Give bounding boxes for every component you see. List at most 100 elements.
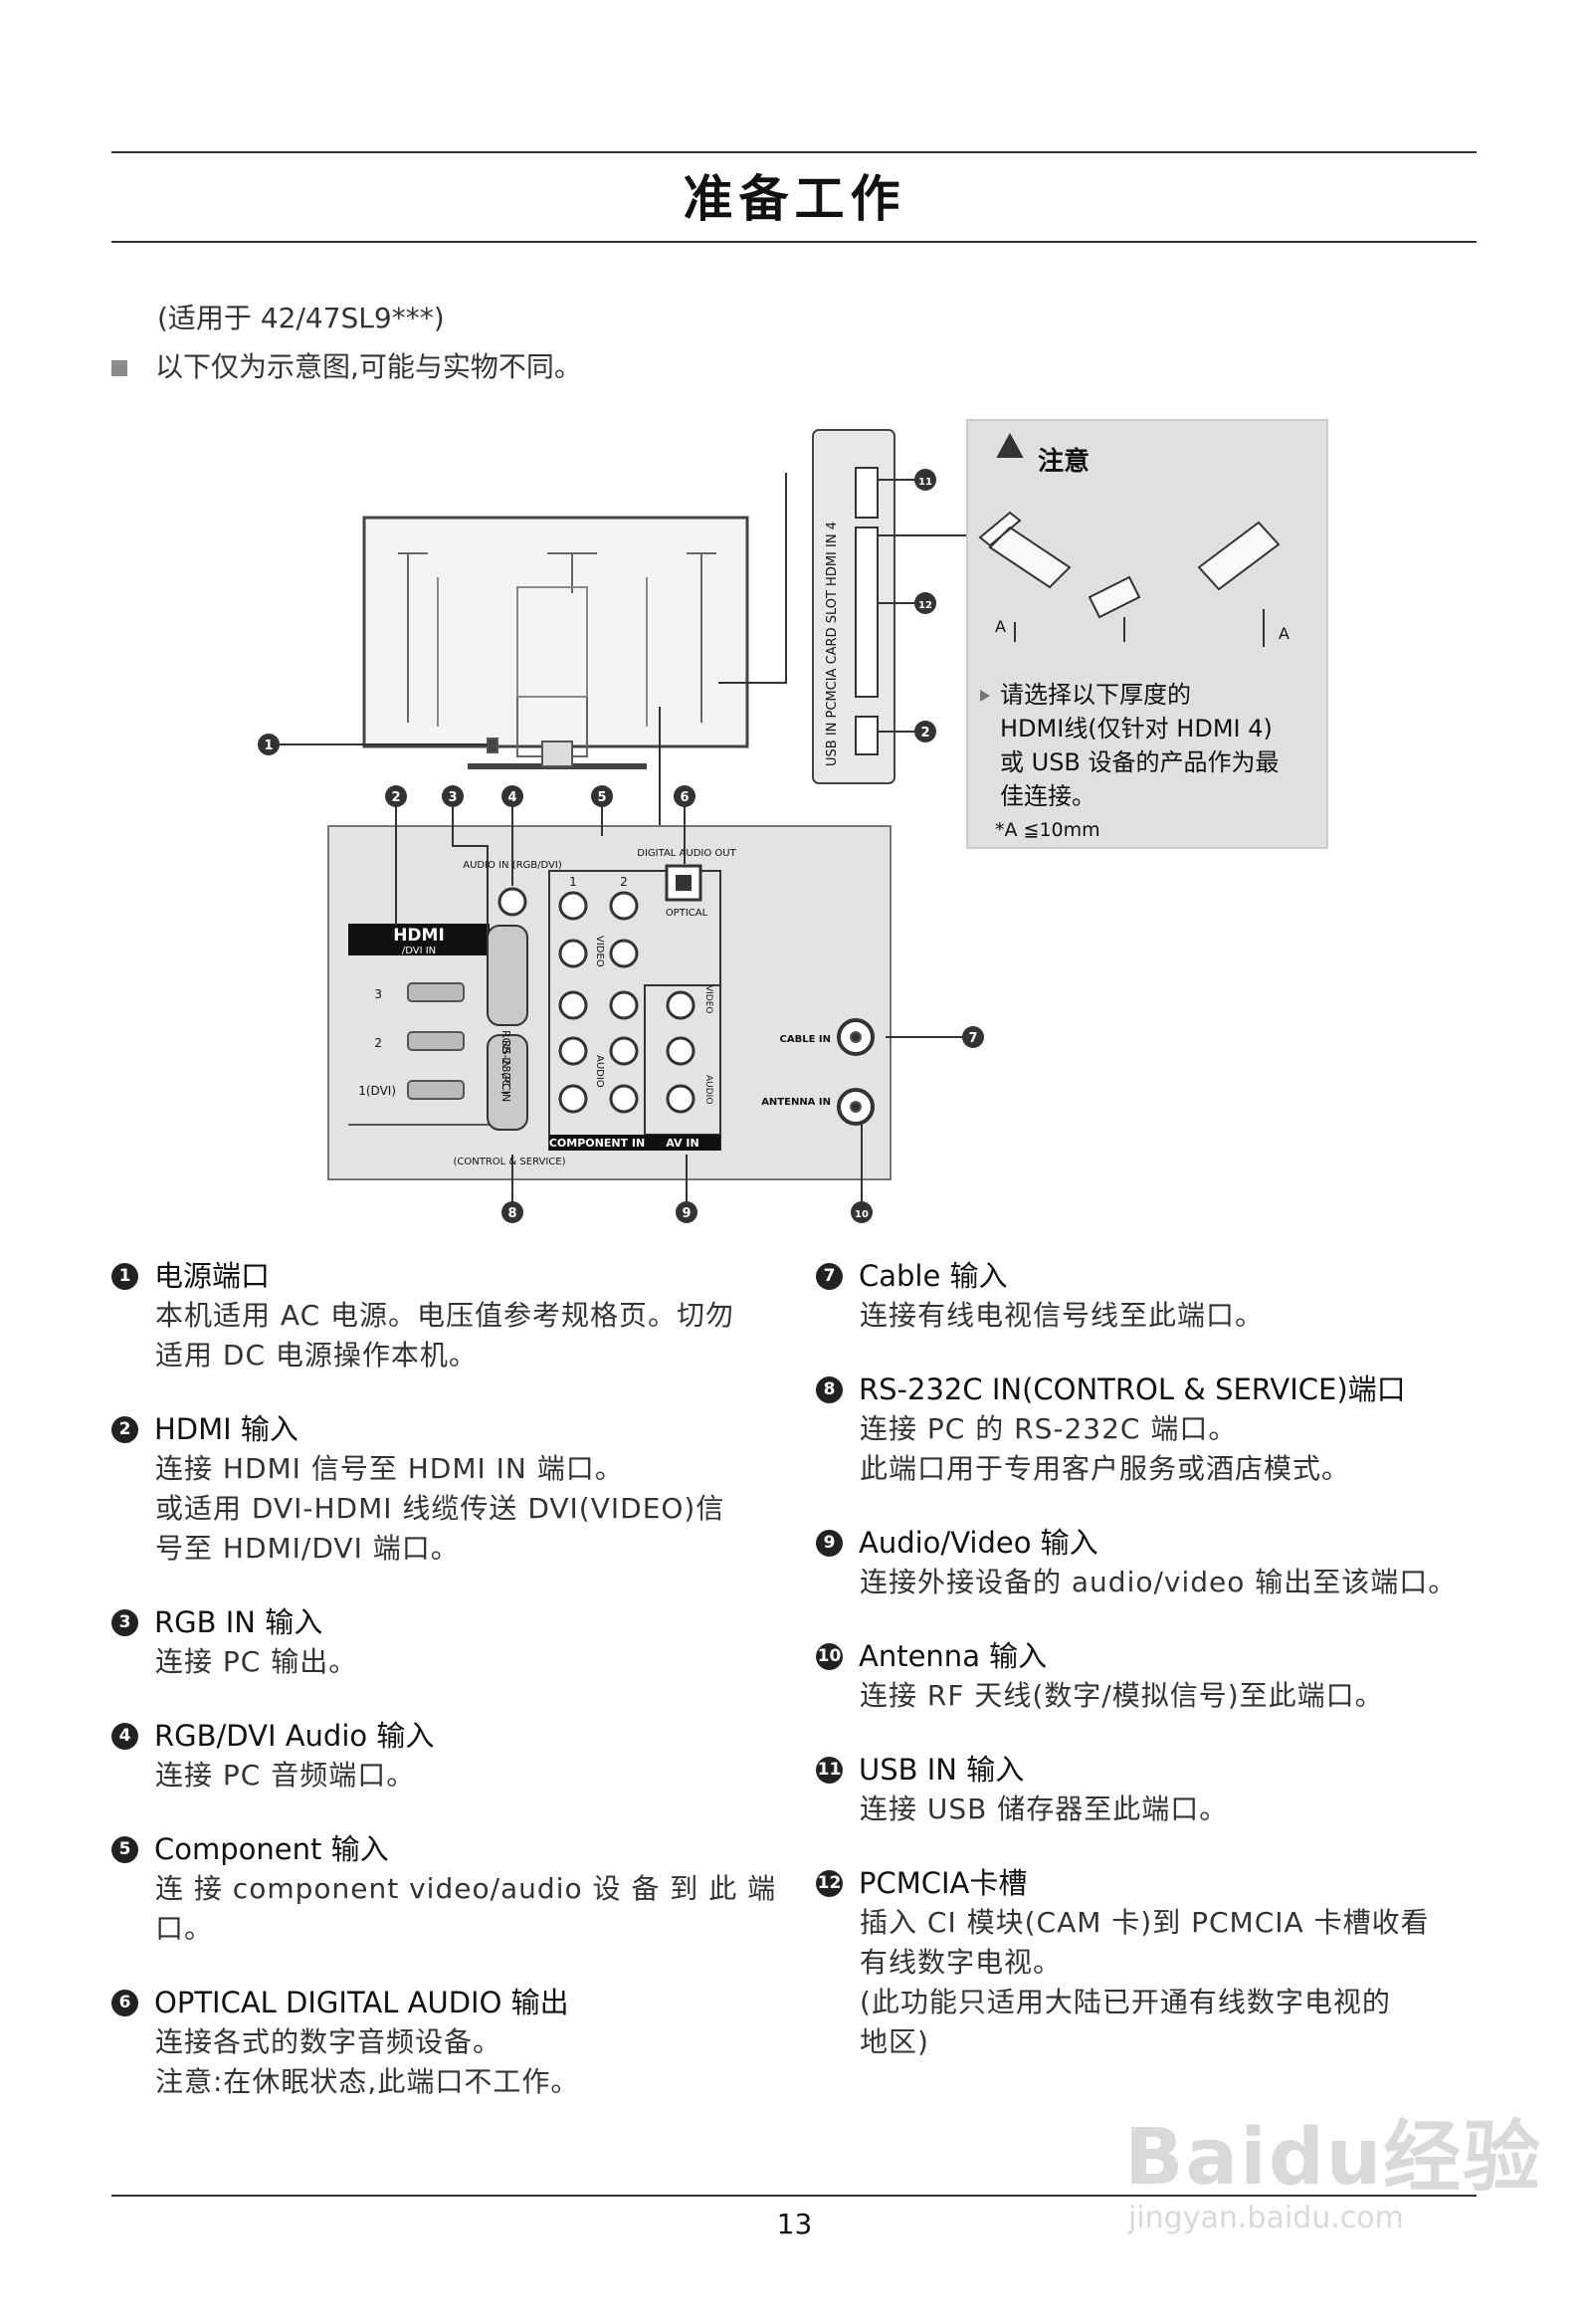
svg-text:3: 3 (448, 790, 457, 805)
callout-7: 7 (962, 1026, 984, 1048)
top-rule (111, 151, 1477, 153)
item-title: Component 输入 (154, 1832, 389, 1866)
item-number-badge: 5 (111, 1835, 138, 1863)
item-desc-line: 口。 (155, 1912, 214, 1945)
item-number-badge: 8 (816, 1375, 843, 1403)
caution-footnote: *A ≦10mm (995, 819, 1100, 841)
item-desc-line: 连 接 component video/audio 设 备 到 此 端 (155, 1872, 777, 1905)
hdmi-port-3-label: 3 (374, 987, 382, 1001)
svg-text:10: 10 (855, 1209, 869, 1220)
page-number: 13 (776, 2208, 813, 2240)
item-title: Antenna 输入 (859, 1639, 1048, 1673)
svg-text:1: 1 (264, 739, 273, 753)
optical-label: OPTICAL (666, 908, 708, 919)
item-title: OPTICAL DIGITAL AUDIO 输出 (154, 1986, 569, 2019)
items-right-list: 7 Cable 输入 连接有线电视信号线至此端口。 8 RS-232C IN(CON… (816, 1256, 1492, 2096)
item-number-badge: 6 (111, 1989, 138, 2016)
item-title: RGB/DVI Audio 输入 (154, 1719, 435, 1753)
callout-1: 1 (258, 734, 280, 755)
callout-10: 10 (851, 1201, 873, 1223)
caution-line-4: 佳连接。 (1000, 782, 1095, 810)
svg-text:5: 5 (597, 790, 606, 805)
item-number-badge: 10 (816, 1642, 843, 1670)
svg-text:9: 9 (682, 1206, 691, 1221)
item-title: RGB IN 输入 (154, 1605, 323, 1639)
item-number-badge: 9 (816, 1529, 843, 1557)
callout-2b: 2 (914, 721, 936, 742)
item-title: Cable 输入 (859, 1259, 1008, 1293)
av-video-label: VIDEO (703, 985, 713, 1014)
connection-diagram: A A HDMI /DVI IN 3 2 1(DVI) AUDIO IN (RG… (258, 419, 1328, 1223)
item-number-badge: 3 (111, 1608, 138, 1636)
svg-text:7: 7 (968, 1031, 977, 1046)
caution-line-2: HDMI线(仅针对 HDMI 4) (1000, 715, 1273, 742)
callout-9: 9 (676, 1201, 697, 1223)
item-number-badge: 4 (111, 1722, 138, 1750)
av-audio-label: AUDIO (703, 1075, 713, 1104)
item-title: USB IN 输入 (859, 1753, 1025, 1787)
item-desc-line: 连接外接设备的 audio/video 输出至该端口。 (860, 1566, 1458, 1598)
item-desc-line: 连接 HDMI 信号至 HDMI IN 端口。 (155, 1452, 624, 1485)
item-desc-line: 本机适用 AC 电源。电压值参考规格页。切勿 (155, 1299, 735, 1332)
intro-note: 以下仅为示意图,可能与实物不同。 (111, 345, 582, 385)
component-col-2-label: 2 (620, 875, 628, 889)
item-desc-line: 连接各式的数字音频设备。 (155, 2025, 502, 2058)
page-title: 准备工作 (683, 170, 906, 228)
svg-text:8: 8 (507, 1206, 516, 1221)
digital-audio-out-label: DIGITAL AUDIO OUT (637, 848, 736, 859)
item-desc-line: 连接有线电视信号线至此端口。 (860, 1299, 1265, 1332)
item-desc-line: 或适用 DVI-HDMI 线缆传送 DVI(VIDEO)信 (155, 1492, 725, 1525)
item-title: RS-232C IN(CONTROL & SERVICE)端口 (859, 1373, 1406, 1406)
item-desc-line: 连接 RF 天线(数字/模拟信号)至此端口。 (860, 1679, 1384, 1712)
component-col-1-label: 1 (569, 875, 577, 889)
caution-line-1: 请选择以下厚度的 (1000, 681, 1191, 709)
list-item: 7 Cable 输入 连接有线电视信号线至此端口。 (816, 1256, 1492, 1336)
svg-text:12: 12 (918, 600, 932, 611)
item-desc-line: 适用 DC 电源操作本机。 (155, 1339, 478, 1372)
cable-in-label: CABLE IN (780, 1034, 831, 1045)
control-service-label: (CONTROL & SERVICE) (454, 1157, 566, 1167)
item-number-badge: 1 (111, 1262, 138, 1290)
callout-4: 4 (501, 785, 523, 807)
item-desc-line: (此功能只适用大陆已开通有线数字电视的 (860, 1986, 1391, 2018)
item-desc-line: 连接 USB 储存器至此端口。 (860, 1793, 1229, 1825)
svg-text:6: 6 (680, 790, 689, 805)
callout-2: 2 (385, 785, 407, 807)
callout-11: 11 (914, 469, 936, 491)
audio-in-label: AUDIO IN (RGB/DVI) (463, 860, 562, 871)
item-desc-line: 注意:在休眠状态,此端口不工作。 (155, 2065, 580, 2098)
dim-label-a-2: A (1279, 624, 1290, 643)
callout-5: 5 (591, 785, 613, 807)
applies-to-text: (适用于 42/47SL9***) (157, 302, 445, 334)
list-item: 5 Component 输入 连 接 component video/audio … (111, 1829, 788, 1949)
hdmi-logo-text: HDMI (393, 926, 445, 946)
svg-text:4: 4 (507, 790, 516, 805)
list-item: 8 RS-232C IN(CONTROL & SERVICE)端口 连接 PC 的… (816, 1370, 1492, 1489)
callout-6: 6 (674, 785, 695, 807)
callout-8: 8 (501, 1201, 523, 1223)
title-rule (111, 241, 1477, 243)
baidu-watermark: Baidu经验 jingyan.baidu.com (1124, 2095, 1542, 2235)
item-desc-line: 号至 HDMI/DVI 端口。 (155, 1532, 460, 1565)
item-title: Audio/Video 输入 (859, 1526, 1098, 1560)
hdmi-sub-text: /DVI IN (402, 946, 436, 956)
item-number-badge: 2 (111, 1415, 138, 1443)
rs232-label: RS-232C IN (499, 1040, 512, 1102)
item-title: HDMI 输入 (154, 1412, 298, 1446)
hdmi-port-2-label: 2 (374, 1036, 382, 1050)
item-desc-line: 连接 PC 的 RS-232C 端口。 (860, 1412, 1238, 1445)
watermark-brand: Baidu经验 (1124, 2113, 1543, 2203)
component-video-label: VIDEO (594, 936, 605, 967)
list-item: 2 HDMI 输入 连接 HDMI 信号至 HDMI IN 端口。或适用 DVI-… (111, 1409, 788, 1569)
callout-3: 3 (442, 785, 464, 807)
bullet-square-icon (111, 360, 127, 376)
footer-rule (111, 2195, 1477, 2197)
intro-note-text: 以下仅为示意图,可能与实物不同。 (155, 350, 582, 383)
item-number-badge: 7 (816, 1262, 843, 1290)
list-item: 9 Audio/Video 输入 连接外接设备的 audio/video 输出至该… (816, 1523, 1492, 1602)
